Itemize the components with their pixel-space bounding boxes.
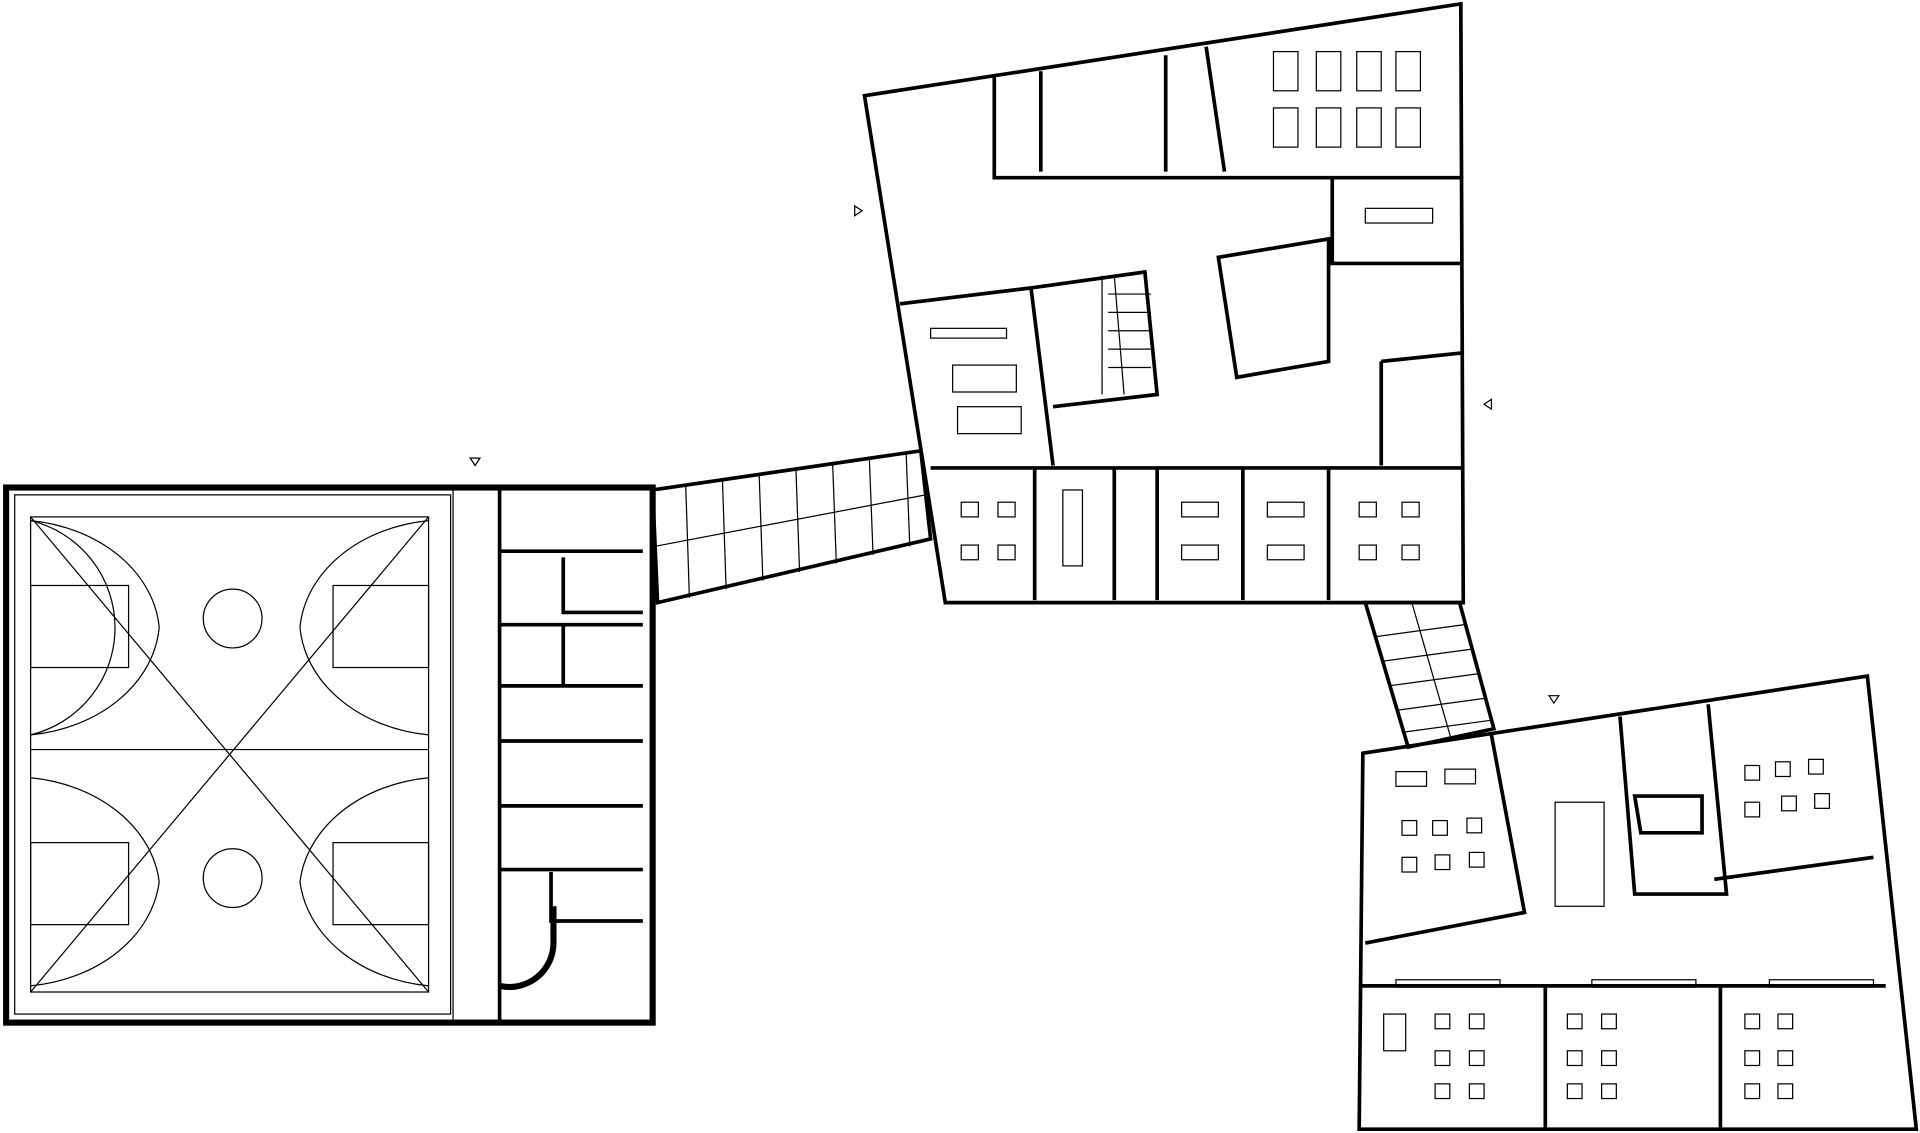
furniture — [952, 50, 1422, 567]
bridge-west — [650, 448, 933, 605]
north-wing — [854, 1, 1493, 605]
south-east-wing — [1357, 673, 1919, 1131]
bridge-south — [1362, 600, 1497, 750]
sports-hall — [3, 457, 656, 1026]
furniture — [1383, 758, 1875, 1100]
